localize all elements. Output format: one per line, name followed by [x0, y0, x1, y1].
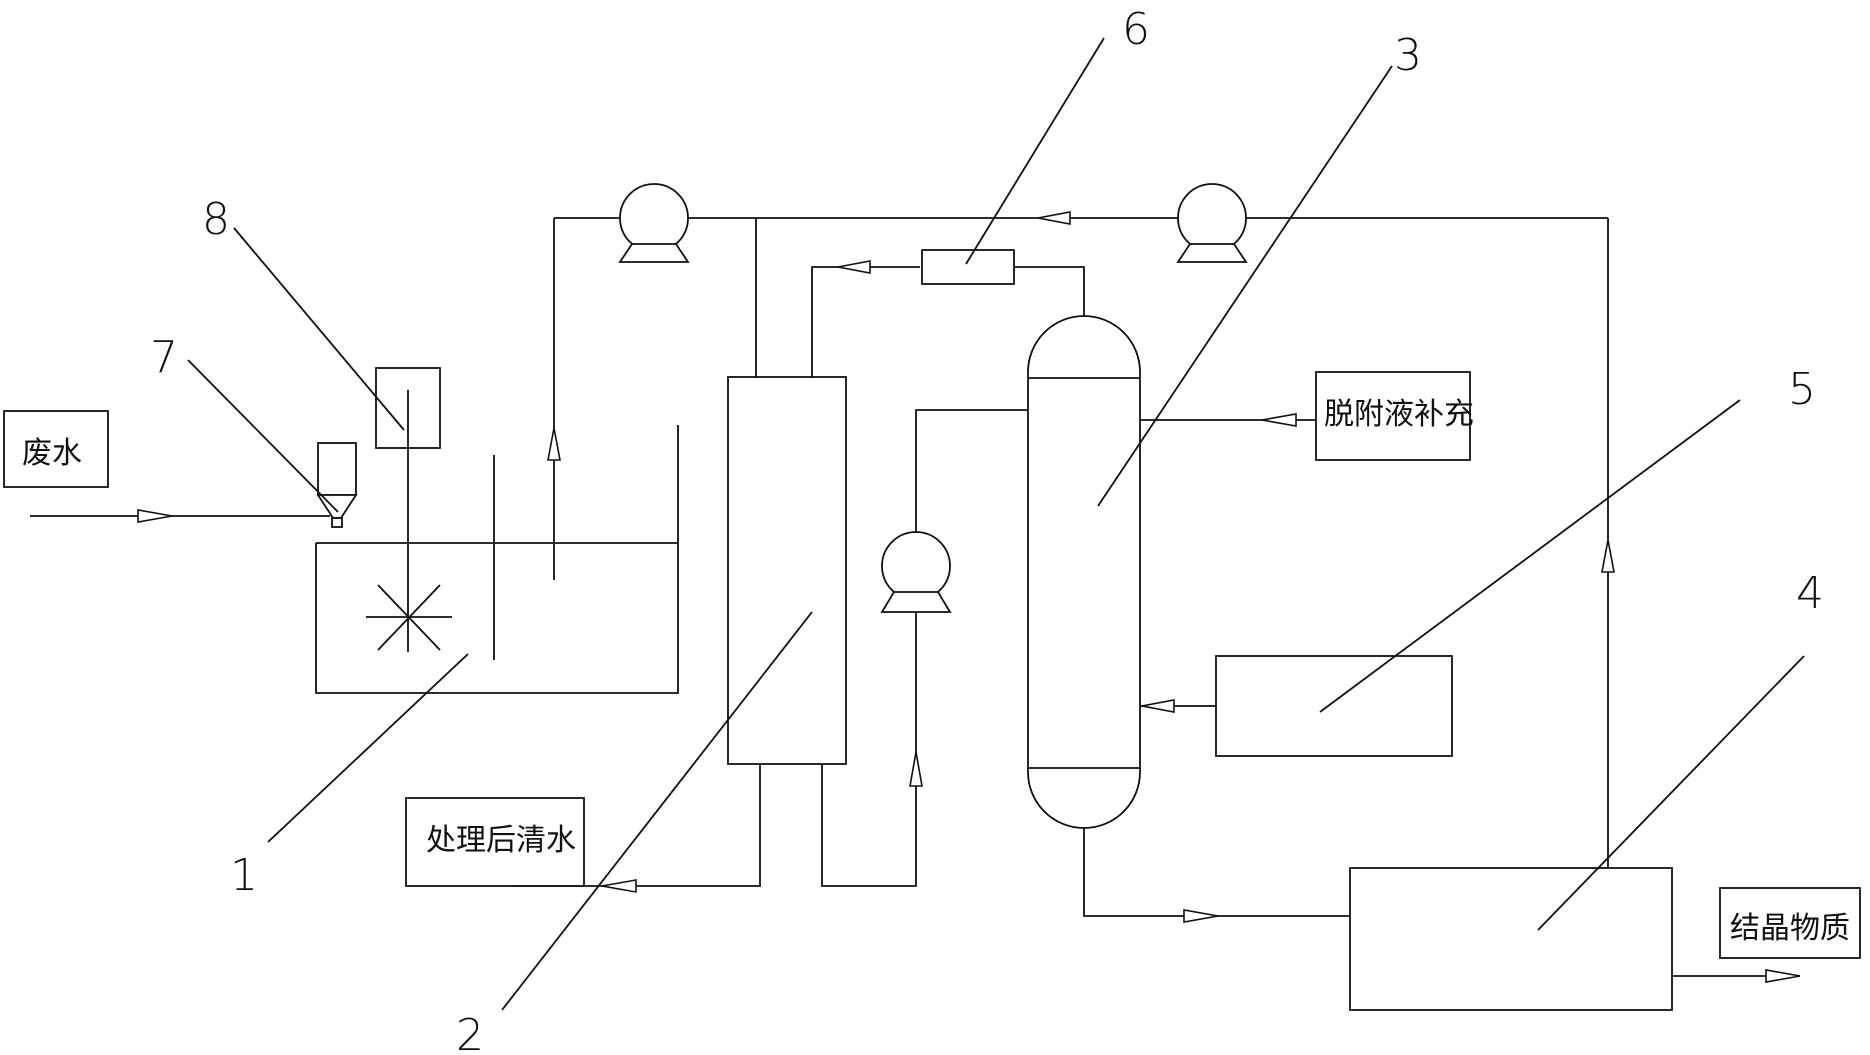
svg-text:脱附液补充: 脱附液补充 — [1324, 397, 1474, 432]
pump-3 — [880, 409, 1028, 613]
flow-arrow — [1037, 211, 1071, 225]
svg-text:废水: 废水 — [22, 436, 82, 471]
flow-arrow — [601, 879, 637, 893]
flow-arrow — [547, 427, 561, 461]
ref-number-2: 2 — [456, 1010, 484, 1055]
adsorption-column — [512, 218, 923, 893]
crystallizer — [1349, 867, 1801, 1011]
recycle-pipe — [554, 211, 1615, 870]
treated-water-label: 处理后清水 — [405, 797, 585, 887]
wastewater-label: 废水 — [3, 410, 109, 488]
desorption-tower — [1027, 315, 1350, 923]
flow-arrow — [1261, 413, 1297, 427]
ref-number-8: 8 — [202, 194, 230, 245]
leader-lines — [187, 37, 1805, 1011]
ref-number-4: 4 — [1796, 568, 1824, 619]
pump-1 — [618, 183, 690, 263]
ref-number-3: 3 — [1394, 30, 1422, 81]
crystal-product-label: 结晶物质 — [1719, 887, 1861, 959]
ref-number-6: 6 — [1122, 4, 1150, 55]
mixing-tank — [30, 218, 679, 694]
svg-text:结晶物质: 结晶物质 — [1730, 911, 1850, 946]
desorbent-supply-label: 脱附液补充 — [1315, 371, 1474, 461]
chemical-doser — [316, 442, 358, 528]
heater — [1215, 655, 1453, 757]
flow-arrow — [1183, 909, 1219, 923]
flow-arrow — [837, 260, 871, 274]
ref-number-5: 5 — [1788, 364, 1816, 415]
heat-exchanger — [921, 249, 1085, 318]
svg-text:处理后清水: 处理后清水 — [426, 823, 576, 858]
flow-arrow — [137, 509, 173, 523]
ref-number-1: 1 — [230, 850, 258, 901]
flow-arrow — [1601, 539, 1615, 573]
pump-2 — [1176, 183, 1248, 263]
flow-arrow — [1765, 969, 1801, 983]
flow-arrow — [909, 751, 923, 787]
flow-arrow — [1141, 699, 1175, 713]
ref-number-7: 7 — [150, 332, 178, 383]
